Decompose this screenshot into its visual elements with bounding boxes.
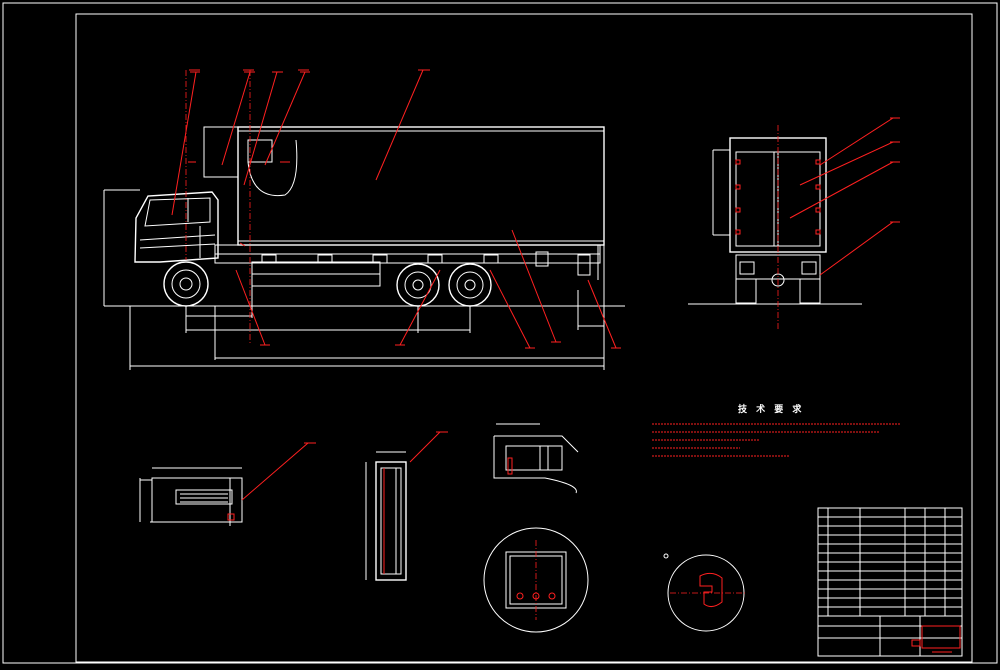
parts-list-rows xyxy=(818,508,962,617)
tech-requirements-title: 技 术 要 求 xyxy=(738,403,804,415)
tech-requirements-block: 技 术 要 求 xyxy=(652,403,900,457)
rear-wheel-2 xyxy=(448,263,492,307)
truck-side-view xyxy=(103,69,625,370)
refrigeration-unit xyxy=(203,126,239,178)
truck-cab xyxy=(134,191,219,263)
detail-b-section xyxy=(493,423,579,494)
detail-c-circle xyxy=(483,527,589,633)
truck-rear-view xyxy=(688,117,900,330)
cargo-box xyxy=(237,126,605,246)
rear-wheel-1 xyxy=(396,263,440,307)
title-block xyxy=(817,507,963,657)
detail-d-circle xyxy=(663,553,745,632)
side-view-leaders xyxy=(171,69,621,349)
wall-panel-section xyxy=(365,431,448,581)
inner-frame xyxy=(75,13,973,663)
front-wheel xyxy=(163,261,209,307)
part-number-marks xyxy=(188,69,309,346)
detail-a-side xyxy=(139,442,316,526)
